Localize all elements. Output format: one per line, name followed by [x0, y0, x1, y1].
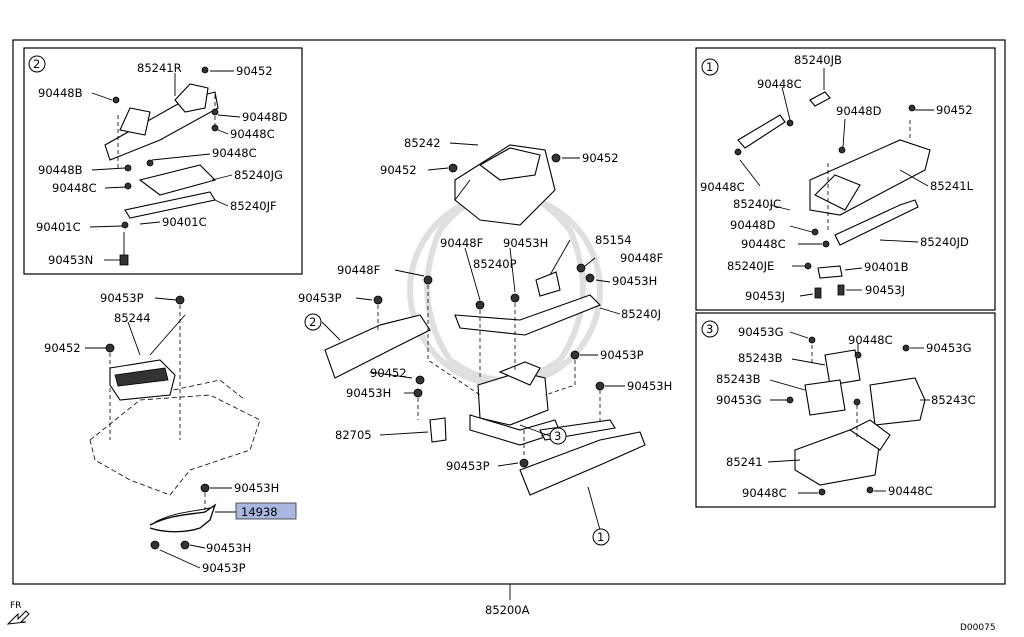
inset-frame-2 [23, 47, 303, 275]
label-90448C: 90448C [888, 484, 933, 498]
label-90448D: 90448D [242, 110, 288, 124]
label-90401B: 90401B [864, 260, 909, 274]
label-90448C: 90448C [741, 237, 786, 251]
label-85240JE: 85240JE [727, 259, 774, 273]
label-90448C: 90448C [848, 333, 893, 347]
inset-frame-1 [695, 47, 996, 311]
label-85240JD: 85240JD [920, 235, 969, 249]
label-85241R: 85241R [137, 61, 182, 75]
label-90448F: 90448F [440, 236, 483, 250]
label-90452: 90452 [44, 341, 81, 355]
label-90453G: 90453G [716, 393, 762, 407]
main-frame [12, 39, 1006, 585]
label-90452: 90452 [936, 103, 973, 117]
label-90448D: 90448D [730, 218, 776, 232]
label-90448B: 90448B [38, 86, 83, 100]
callout-1: 1 [592, 528, 610, 546]
label-90448C: 90448C [700, 180, 745, 194]
label-90453H: 90453H [503, 236, 548, 250]
svg-text:1: 1 [706, 60, 713, 74]
svg-text:1: 1 [597, 530, 604, 544]
label-main-part: 85200A [485, 603, 530, 617]
front-arrow-icon: FR [6, 601, 30, 625]
diagram-code: D00075 [960, 623, 996, 633]
callout-2: 2 [304, 313, 322, 331]
label-90453P: 90453P [202, 561, 246, 575]
label-85240JC: 85240JC [733, 197, 781, 211]
inset-2-drawing [89, 66, 241, 266]
label-85240JB: 85240JB [794, 53, 842, 67]
label-85240JG: 85240JG [234, 168, 283, 182]
label-90448C: 90448C [742, 486, 787, 500]
inset-marker-3: 3 [701, 320, 719, 338]
label-90453P: 90453P [298, 291, 342, 305]
label-90448C: 90448C [52, 181, 97, 195]
label-90453G: 90453G [926, 341, 972, 355]
label-90453P: 90453P [100, 291, 144, 305]
label-90452: 90452 [380, 163, 417, 177]
svg-text:3: 3 [706, 322, 713, 336]
label-85241L: 85241L [930, 179, 974, 193]
label-90452: 90452 [582, 151, 619, 165]
label-90401C: 90401C [162, 215, 207, 229]
label-14938[interactable]: 14938 [241, 505, 278, 519]
label-85243B: 85243B [738, 351, 783, 365]
callout-3: 3 [519, 424, 567, 445]
label-90453N: 90453N [48, 253, 93, 267]
label-90453G: 90453G [738, 325, 784, 339]
label-90453P: 90453P [600, 348, 644, 362]
label-85240P: 85240P [473, 257, 517, 271]
label-90453J: 90453J [745, 289, 785, 303]
label-90453H: 90453H [234, 481, 279, 495]
label-90453H: 90453H [206, 541, 251, 555]
label-85244: 85244 [114, 311, 151, 325]
label-90448B: 90448B [38, 163, 83, 177]
left-assembly-drawing [85, 295, 261, 569]
inset-marker-2: 2 [28, 55, 46, 73]
label-90448D: 90448D [836, 104, 882, 118]
label-90452: 90452 [370, 366, 407, 380]
label-90453H: 90453H [627, 379, 672, 393]
label-85242: 85242 [404, 136, 441, 150]
highlight-box-14938[interactable] [235, 502, 297, 520]
label-85241: 85241 [726, 455, 763, 469]
label-90453H: 90453H [346, 386, 391, 400]
label-85240JF: 85240JF [230, 199, 277, 213]
label-85243B: 85243B [716, 372, 761, 386]
label-85243C: 85243C [931, 393, 976, 407]
svg-text:2: 2 [33, 57, 40, 71]
svg-text:2: 2 [309, 315, 316, 329]
label-90453J: 90453J [865, 283, 905, 297]
label-90448F: 90448F [337, 263, 380, 277]
label-90452: 90452 [236, 64, 273, 78]
label-90448C: 90448C [212, 146, 257, 160]
svg-text:FR: FR [10, 601, 21, 611]
inset-marker-1: 1 [701, 58, 719, 76]
label-85240J: 85240J [621, 307, 661, 321]
inset-3-drawing [767, 331, 930, 496]
label-90453P: 90453P [446, 459, 490, 473]
label-85154: 85154 [595, 233, 632, 247]
svg-text:3: 3 [554, 429, 561, 443]
inset-1-drawing [734, 68, 934, 299]
label-90453H: 90453H [612, 274, 657, 288]
label-90448C: 90448C [757, 77, 802, 91]
label-90448C: 90448C [230, 127, 275, 141]
label-90448F: 90448F [620, 251, 663, 265]
label-90401C: 90401C [36, 220, 81, 234]
center-assembly-drawing [321, 142, 646, 531]
inset-frame-3 [695, 312, 996, 508]
label-82705: 82705 [335, 428, 372, 442]
